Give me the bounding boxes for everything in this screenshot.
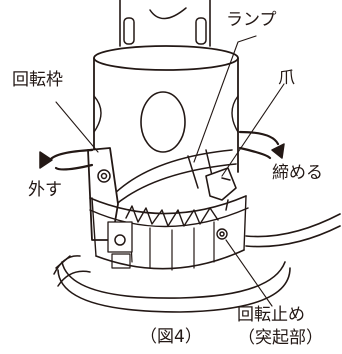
label-rotation-stop: 回転止め xyxy=(237,305,305,325)
rotate-right-arrow-icon xyxy=(238,130,285,160)
lamp-body xyxy=(93,45,239,206)
claw xyxy=(205,167,237,201)
label-remove: 外す xyxy=(28,180,62,200)
socket-base xyxy=(89,195,249,271)
mounting-plate xyxy=(55,255,291,313)
rotation-stop xyxy=(216,199,229,240)
label-rotating-frame: 回転枠 xyxy=(12,70,63,90)
label-tighten: 締める xyxy=(272,163,323,183)
label-protrusion: （突起部） xyxy=(238,328,323,348)
label-claw: 爪 xyxy=(278,68,295,88)
label-lamp: ランプ xyxy=(226,10,277,30)
leader-lines xyxy=(55,35,285,307)
lamp-top-neck xyxy=(119,0,211,47)
hand xyxy=(53,255,91,287)
rotate-left-arrow-icon xyxy=(39,148,94,171)
power-cable xyxy=(245,213,341,248)
figure-number: （図4） xyxy=(140,327,202,347)
